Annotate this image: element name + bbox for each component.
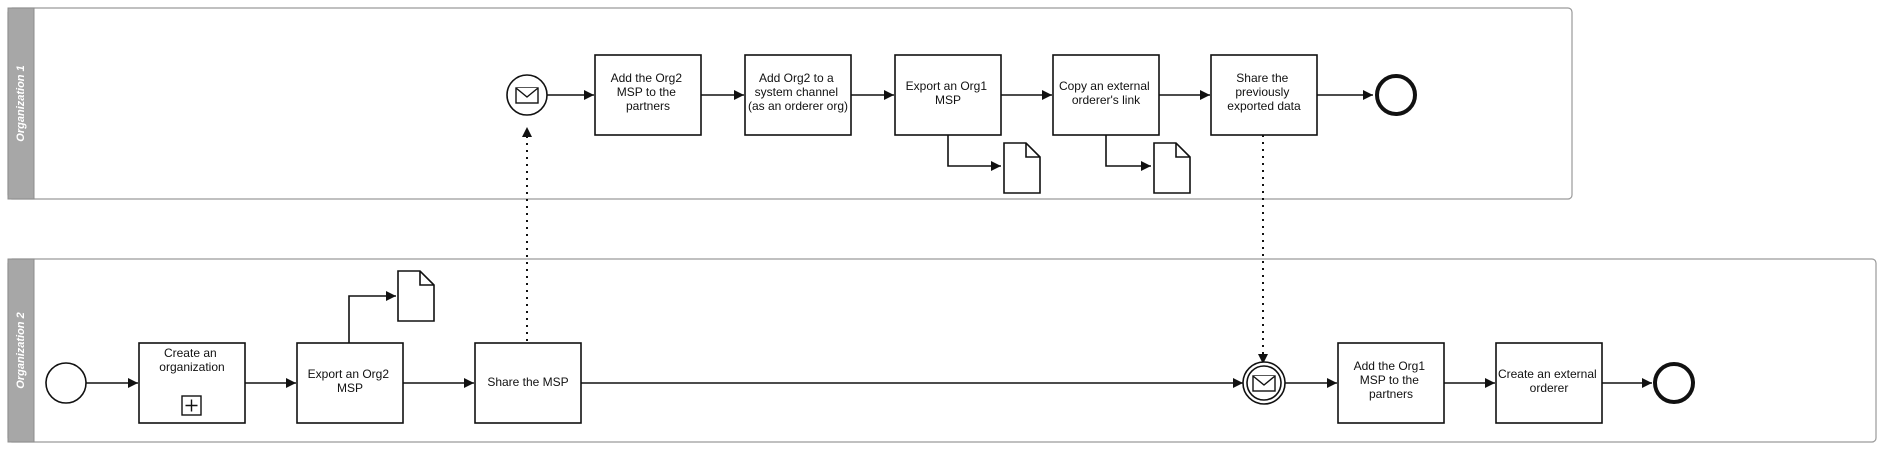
task-label-line: Share the [1236, 71, 1288, 85]
message-start-event [506, 74, 548, 116]
pool-2-header [7, 258, 35, 443]
start-event [45, 362, 87, 404]
task-label-line: orderer [1530, 381, 1569, 395]
task-copy-external-orderer-link[interactable]: Copy an external orderer's link [1052, 54, 1160, 136]
task-label-line: system channel [755, 85, 838, 99]
task-create-external-orderer[interactable]: Create an external orderer [1495, 342, 1603, 424]
task-label-line: Add the Org2 [611, 71, 683, 85]
task-label-line: Export an Org2 [308, 367, 390, 381]
task-label-line: (as an orderer org) [748, 99, 848, 113]
svg-text:Export an Org2 MSP: Export an Org2 MSP [308, 367, 393, 395]
pool-1-header [7, 7, 35, 200]
document-icon [397, 270, 435, 322]
task-share-msp[interactable]: Share the MSP [474, 342, 582, 424]
svg-text:Export an Org1 MSP: Export an Org1 MSP [906, 79, 991, 107]
association-export-org1-doc [947, 135, 1001, 171]
task-export-org1-msp[interactable]: Export an Org1 MSP [894, 54, 1002, 136]
end-event-org2 [1653, 362, 1695, 404]
task-label-line: MSP to the [1360, 373, 1419, 387]
task-label-line: Copy an external [1059, 79, 1150, 93]
task-label-line: Add Org2 to a [759, 71, 834, 85]
task-label-line: Export an Org1 [906, 79, 988, 93]
association-copy-link-doc [1105, 135, 1151, 171]
svg-text:Add Org2 to a system cha: Add Org2 to a system channel (as an orde… [748, 71, 848, 113]
task-add-org1-msp[interactable]: Add the Org1 MSP to the partners [1337, 342, 1445, 424]
pool-1-label: Organization 1 [15, 65, 27, 141]
task-label-line: MSP [337, 381, 363, 395]
envelope-icon [1252, 375, 1276, 392]
task-label-line: partners [1369, 387, 1413, 401]
envelope-icon [515, 87, 539, 104]
svg-text:Create an external order: Create an external orderer [1498, 367, 1600, 395]
svg-text:Share the previously: Share the previously exported data [1227, 71, 1301, 113]
plus-square-icon [181, 395, 202, 416]
svg-text:Create an organization: Create an organization [159, 346, 224, 374]
message-intermediate-event [1242, 361, 1286, 405]
association-export-org2-doc [348, 291, 396, 343]
task-add-org2-system-channel[interactable]: Add Org2 to a system channel (as an orde… [744, 54, 852, 136]
task-label-line: previously [1235, 85, 1289, 99]
task-label-line: exported data [1227, 99, 1301, 113]
task-add-org2-msp[interactable]: Add the Org2 MSP to the partners [594, 54, 702, 136]
document-icon [1003, 142, 1041, 194]
task-label-line: MSP to the [617, 85, 676, 99]
task-label-line: Add the Org1 [1354, 359, 1426, 373]
task-export-org2-msp[interactable]: Export an Org2 MSP [296, 342, 404, 424]
task-label-line: Create an [164, 346, 217, 360]
task-label-line: Create an external [1498, 367, 1597, 381]
document-icon [1153, 142, 1191, 194]
task-label-line: MSP [935, 93, 961, 107]
svg-text:Add the Org2 MSP to the: Add the Org2 MSP to the partners [611, 71, 686, 113]
task-create-organization[interactable]: Create an organization [138, 342, 246, 424]
task-label-line: orderer's link [1072, 93, 1141, 107]
task-share-exported-data[interactable]: Share the previously exported data [1210, 54, 1318, 136]
svg-text:Copy an external orderer: Copy an external orderer's link [1059, 79, 1153, 107]
task-label-line: partners [626, 99, 670, 113]
task-label-line: Share the MSP [487, 375, 568, 389]
task-label-line: organization [159, 360, 224, 374]
end-event-org1 [1375, 74, 1417, 116]
svg-text:Share the MSP: Share the MSP [487, 375, 568, 389]
pool-2-label: Organization 2 [15, 312, 27, 388]
svg-text:Add the Org1 MSP to the: Add the Org1 MSP to the partners [1354, 359, 1429, 401]
